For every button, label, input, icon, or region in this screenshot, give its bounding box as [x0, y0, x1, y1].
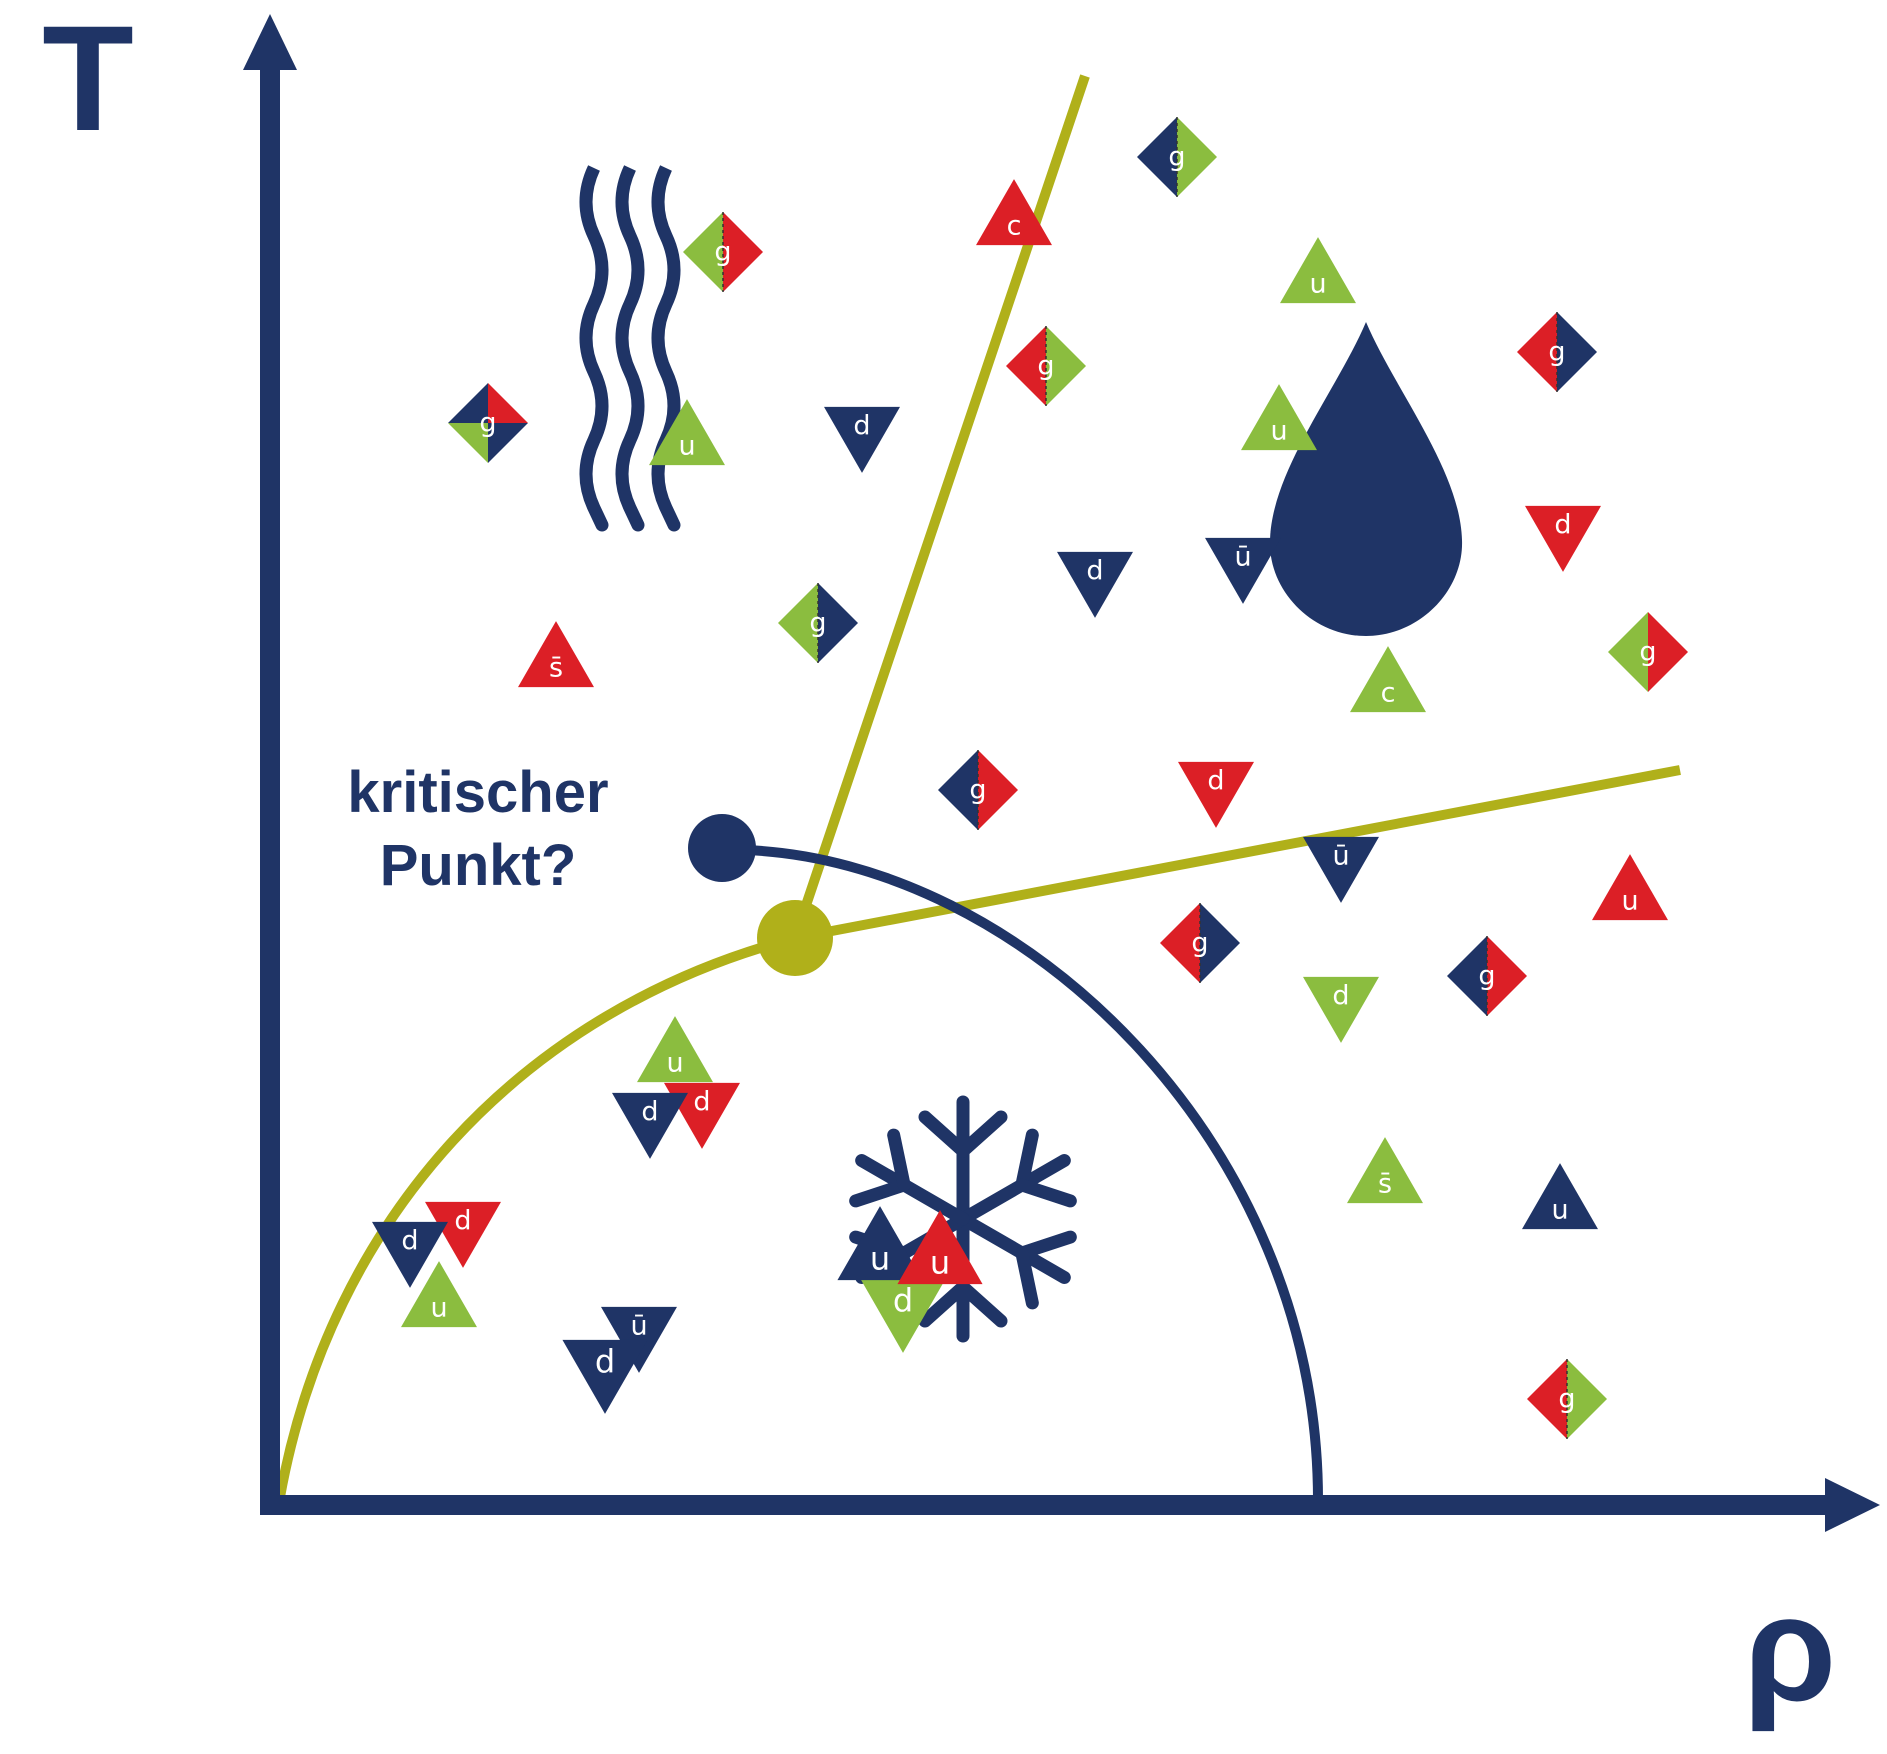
particle-quark: d — [1057, 552, 1133, 618]
particle-label: d — [853, 411, 870, 442]
particle-quark: s̄ — [1347, 1137, 1423, 1203]
particle-gluon: g — [1006, 326, 1086, 406]
particle-label: g — [1639, 637, 1656, 668]
particle-label: d — [1332, 981, 1349, 1012]
particle-label: u — [430, 1293, 447, 1324]
water-drop-icon — [1270, 322, 1462, 636]
density-axis-label: ρ — [1744, 1564, 1837, 1732]
particle-label: d — [595, 1342, 615, 1380]
horizontal-phase-boundary — [795, 770, 1680, 938]
particle-gluon: g — [1608, 612, 1688, 692]
particle-quark: u — [649, 399, 725, 465]
particle-label: g — [969, 775, 986, 806]
particle-label: u — [1309, 269, 1326, 300]
particle-gluon: g — [1527, 1359, 1607, 1439]
particle-quark: u — [637, 1016, 713, 1082]
critical-point-label-line2: Punkt? — [380, 833, 577, 898]
particle-label: g — [1548, 337, 1565, 368]
particle-quark: s̄ — [518, 621, 594, 687]
particle-gluon: g — [1447, 936, 1527, 1016]
temperature-axis-label: T — [42, 0, 134, 162]
temperature-axis-arrow — [243, 14, 297, 70]
particle-label: g — [1168, 142, 1185, 173]
hadron-qgp-boundary-curve — [280, 938, 795, 1497]
triple-point-marker — [757, 900, 833, 976]
particle-label: c — [1381, 678, 1396, 709]
particle-label: g — [1037, 351, 1054, 382]
particle-label: g — [809, 608, 826, 639]
particle-label: d — [401, 1226, 418, 1257]
particle-quark: u — [1522, 1163, 1598, 1229]
particle-label: g — [1558, 1384, 1575, 1415]
particle-quark: d — [1525, 506, 1601, 572]
particle-quark: d — [664, 1083, 740, 1149]
particle-label: d — [454, 1206, 471, 1237]
particle-gluon: g — [448, 383, 528, 463]
particle-gluon: g — [938, 750, 1018, 830]
particle-quark: ū — [1303, 837, 1379, 903]
particle-label: u — [678, 431, 695, 462]
particle-label: ū — [1234, 542, 1251, 573]
particle-quark: d — [824, 407, 900, 473]
particle-gluon: g — [1137, 117, 1217, 197]
critical-point-marker — [688, 814, 756, 882]
particle-quark: u — [1592, 854, 1668, 920]
particle-label: g — [714, 237, 731, 268]
particle-quark: d — [562, 1340, 647, 1414]
density-axis-arrow — [1825, 1478, 1880, 1532]
particle-label: g — [479, 408, 496, 439]
particle-quark: d — [1178, 762, 1254, 828]
particle-quark: d — [1303, 977, 1379, 1043]
particle-label: u — [870, 1240, 890, 1278]
particle-gluon: g — [683, 212, 763, 292]
particle-quark: c — [1350, 646, 1426, 712]
particle-label: u — [1621, 886, 1638, 917]
particle-quark: u — [1280, 237, 1356, 303]
particle-gluon: g — [778, 583, 858, 663]
critical-point-label-line1: kritischer — [347, 760, 608, 825]
particle-label: g — [1191, 928, 1208, 959]
particle-quark: d — [612, 1093, 688, 1159]
particle-label: s̄ — [1378, 1169, 1392, 1200]
particle-gluon: g — [1517, 312, 1597, 392]
particle-label: d — [693, 1087, 710, 1118]
particle-label: d — [641, 1097, 658, 1128]
particle-label: d — [1554, 510, 1571, 541]
particle-label: u — [666, 1048, 683, 1079]
particle-label: d — [893, 1281, 913, 1319]
wavy-lines-icon — [586, 168, 674, 525]
particle-label: d — [1207, 766, 1224, 797]
particle-label: d — [1086, 556, 1103, 587]
particle-label: g — [1478, 961, 1495, 992]
particle-quark: ū — [1205, 538, 1281, 604]
particle-label: c — [1007, 211, 1022, 242]
particle-gluon: g — [1160, 903, 1240, 983]
particle-label: u — [1270, 416, 1287, 447]
particle-label: ū — [630, 1311, 647, 1342]
particle-quark: u — [1241, 384, 1317, 450]
particle-label: s̄ — [549, 653, 563, 684]
particle-label: ū — [1332, 841, 1349, 872]
particle-label: u — [1551, 1195, 1568, 1226]
particle-label: u — [930, 1244, 950, 1282]
vertical-phase-boundary — [795, 76, 1085, 938]
